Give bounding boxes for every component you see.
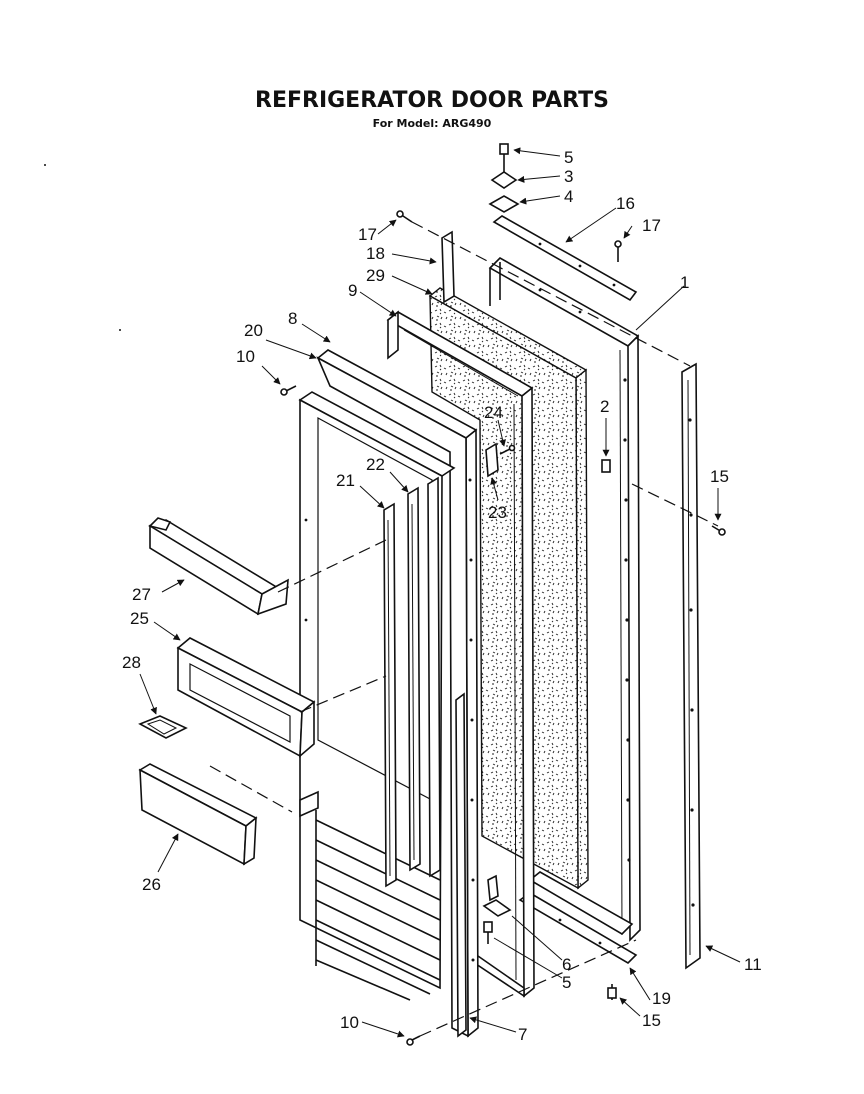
door-stop-part-2 xyxy=(601,459,611,473)
part-7-inner-strip xyxy=(455,692,467,1038)
callout-21: 21 xyxy=(336,471,355,490)
hinge-hardware-bottom xyxy=(406,525,726,1046)
part-23-24-bracket xyxy=(485,442,516,478)
part-20-door-liner xyxy=(316,349,479,1038)
part-16-top-strip xyxy=(492,215,638,302)
diagram-title: REFRIGERATOR DOOR PARTS xyxy=(255,88,609,113)
callout-1: 1 xyxy=(680,273,689,292)
callout-17: 17 xyxy=(642,216,661,235)
callout-15: 15 xyxy=(642,1011,661,1030)
callout-10: 10 xyxy=(236,347,255,366)
callout-17: 17 xyxy=(358,225,377,244)
part-21-shelf-rail xyxy=(383,502,397,888)
alignment-lines xyxy=(209,221,719,1037)
callout-15: 15 xyxy=(710,467,729,486)
model-subtitle: For Model: ARG490 xyxy=(372,117,492,130)
callout-5: 5 xyxy=(562,973,571,992)
part-25-door-bin xyxy=(176,637,316,758)
callout-23: 23 xyxy=(488,503,507,522)
callout-5: 5 xyxy=(564,148,573,167)
callout-27: 27 xyxy=(132,585,151,604)
part-11-side-trim xyxy=(681,362,701,970)
callout-26: 26 xyxy=(142,875,161,894)
callout-4: 4 xyxy=(564,187,573,206)
callout-2: 2 xyxy=(600,397,609,416)
part-26-lower-bin xyxy=(138,763,258,866)
callout-18: 18 xyxy=(366,244,385,263)
callout-8: 8 xyxy=(288,309,297,328)
callout-7: 7 xyxy=(518,1025,527,1044)
callout-28: 28 xyxy=(122,653,141,672)
part-22-shelf-rail xyxy=(407,486,421,872)
callout-16: 16 xyxy=(616,194,635,213)
hinge-hardware-top xyxy=(280,143,622,396)
part-28-pad xyxy=(138,715,188,739)
callout-25: 25 xyxy=(130,609,149,628)
callout-6: 6 xyxy=(562,955,571,974)
callout-3: 3 xyxy=(564,167,573,186)
callout-24: 24 xyxy=(484,403,503,422)
callout-9: 9 xyxy=(348,281,357,300)
inner-door-panel xyxy=(298,391,456,1001)
callout-29: 29 xyxy=(366,266,385,285)
rail-back xyxy=(427,476,441,878)
callout-10: 10 xyxy=(340,1013,359,1032)
leader-lines xyxy=(139,147,741,1038)
callout-20: 20 xyxy=(244,321,263,340)
callout-11: 11 xyxy=(744,955,762,974)
part-29-foam-insulation xyxy=(428,287,589,890)
part-27-door-shelf xyxy=(148,517,289,616)
callout-labels: 5 3 4 16 17 17 18 29 9 1 8 20 10 24 2 15… xyxy=(122,148,762,1044)
callout-19: 19 xyxy=(652,989,671,1008)
callout-22: 22 xyxy=(366,455,385,474)
part-18-hinge-post xyxy=(441,230,455,304)
